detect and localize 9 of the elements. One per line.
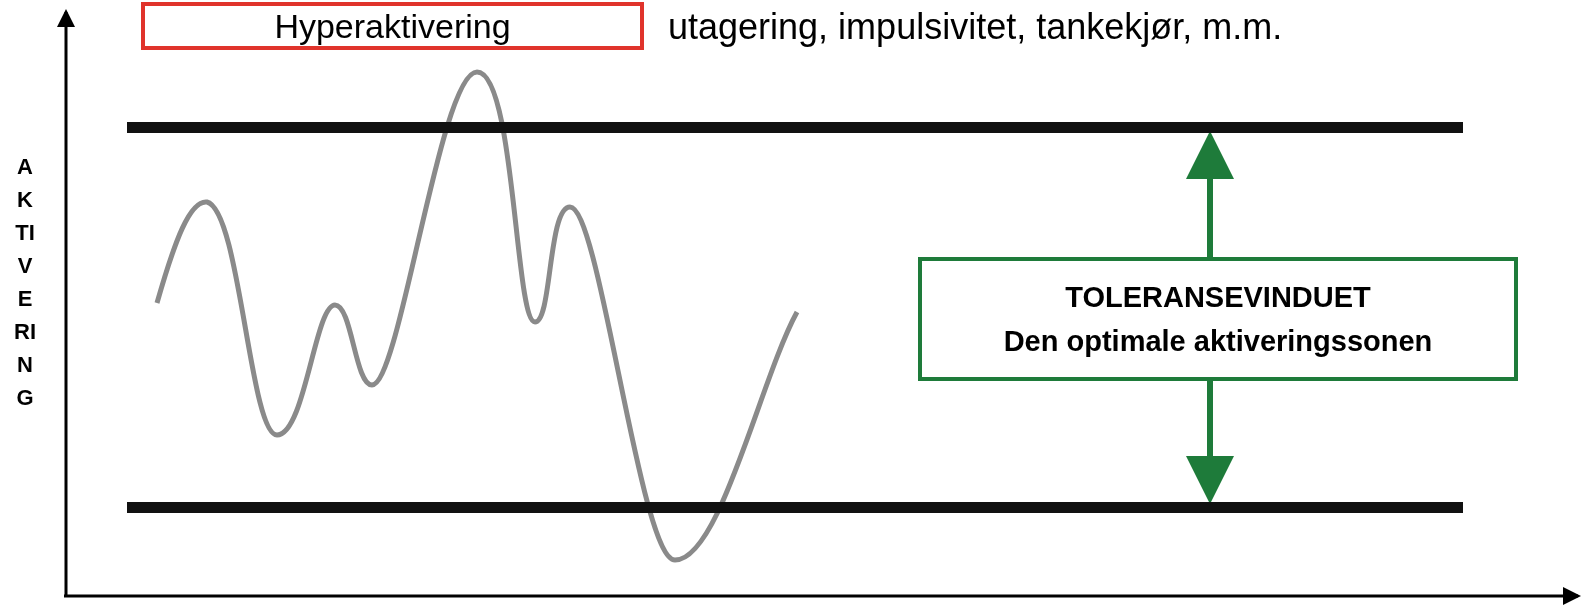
symptom-note: utagering, impulsivitet, tankekjør, m.m.	[668, 6, 1283, 48]
arrow	[1186, 381, 1234, 504]
state-box	[141, 2, 644, 50]
zone-subtitle: Den optimale aktiveringssonen	[1003, 324, 1433, 359]
arrow	[1186, 131, 1234, 257]
zone-title: TOLERANSEVINDUET	[1065, 280, 1371, 315]
state-label: Hyperaktivering	[274, 6, 511, 46]
axis-title: AKTIVERING	[14, 153, 36, 412]
zone-box	[918, 257, 1518, 381]
